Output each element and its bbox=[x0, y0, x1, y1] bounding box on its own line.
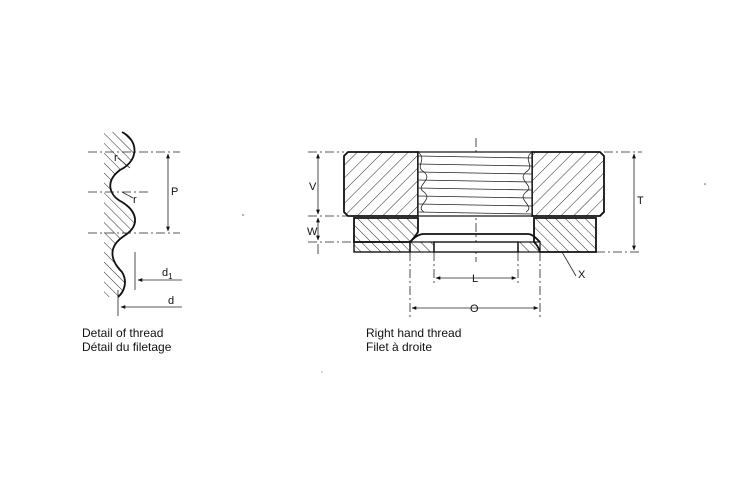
caption-french: Détail du filetage bbox=[82, 340, 172, 354]
radius-label-mid: r bbox=[133, 194, 137, 206]
scan-speck bbox=[321, 371, 323, 373]
nut-section: V W T L O X bbox=[307, 138, 644, 318]
thread-detail: r r P d1 d bbox=[88, 131, 182, 316]
caption-english: Right hand thread bbox=[366, 326, 462, 340]
scan-speck bbox=[242, 214, 244, 216]
scan-speck bbox=[704, 183, 706, 185]
t-label: T bbox=[637, 195, 644, 207]
x-leader bbox=[561, 251, 577, 277]
d1-label: d1 bbox=[162, 267, 173, 281]
radius-label-top: r bbox=[114, 152, 118, 164]
threaded-bore bbox=[417, 151, 533, 217]
l-label: L bbox=[472, 273, 478, 285]
nut-body-right bbox=[531, 151, 605, 217]
x-label: X bbox=[578, 269, 586, 281]
o-label: O bbox=[470, 303, 479, 315]
caption-english: Detail of thread bbox=[82, 326, 164, 340]
thread-profile-hatched-body bbox=[104, 132, 136, 297]
base-ring-right bbox=[533, 217, 597, 253]
bore-lip-left bbox=[409, 241, 435, 253]
bore-lip-right bbox=[517, 241, 541, 253]
d-label: d bbox=[168, 295, 174, 307]
thread-profile-curve bbox=[109, 131, 136, 298]
nut-body-left bbox=[343, 151, 419, 217]
bore-opening bbox=[433, 241, 519, 253]
thread-flank-right bbox=[522, 151, 533, 213]
w-label: W bbox=[307, 226, 318, 238]
radius-leader-top bbox=[117, 157, 131, 169]
thread-flank-left bbox=[417, 151, 428, 213]
pitch-label: P bbox=[171, 186, 178, 198]
base-ring-left-lower bbox=[353, 241, 411, 253]
v-label: V bbox=[309, 181, 317, 193]
caption-french: Filet à droite bbox=[366, 340, 433, 354]
relief-groove bbox=[409, 233, 541, 243]
thread-detail-caption: Detail of thread Détail du filetage bbox=[82, 326, 171, 354]
base-ring-left bbox=[353, 217, 419, 243]
thread-lines bbox=[417, 155, 533, 215]
radius-leader-mid bbox=[121, 191, 134, 199]
nut-section-caption: Right hand thread Filet à droite bbox=[366, 326, 461, 354]
